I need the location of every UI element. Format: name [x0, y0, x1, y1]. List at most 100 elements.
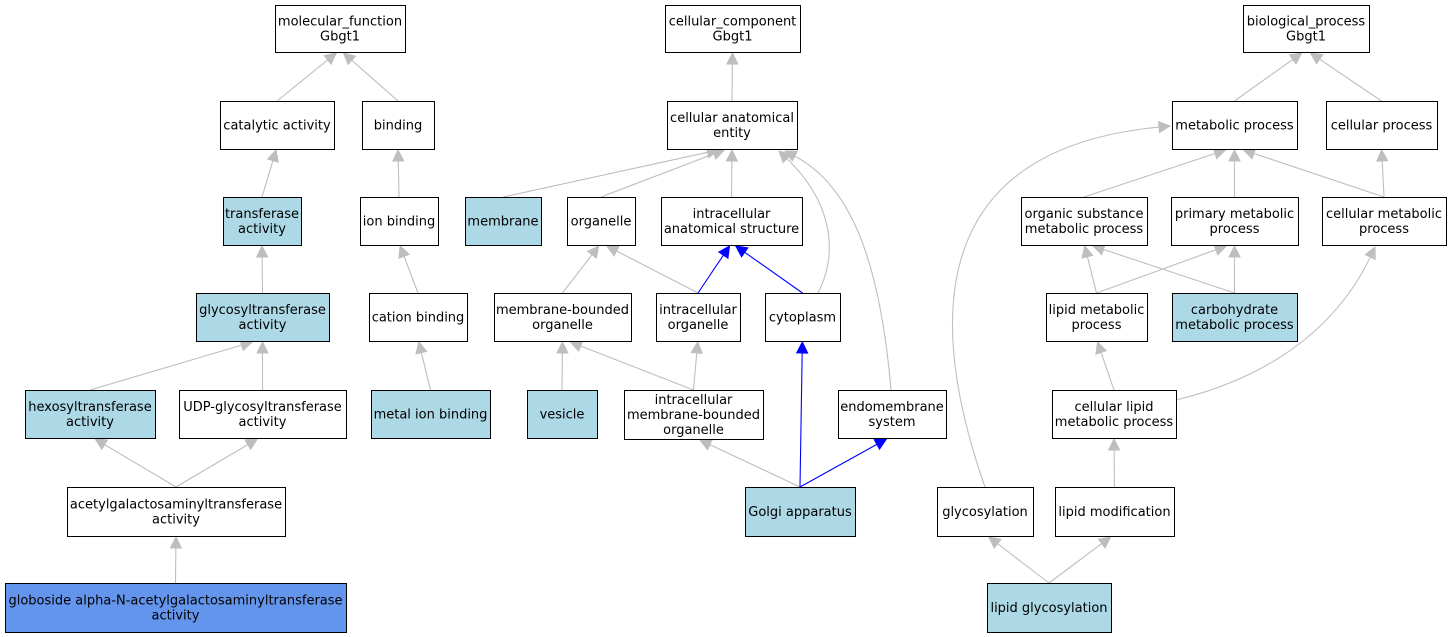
go-term-node-metabolic[interactable]: metabolic process [1172, 101, 1298, 150]
edge-line [502, 151, 708, 198]
go-term-node-cellular_process[interactable]: cellular process [1326, 101, 1438, 150]
edge-arrowhead [605, 245, 620, 257]
edge-line [175, 444, 249, 488]
go-term-node-catalytic[interactable]: catalytic activity [220, 101, 335, 150]
node-box [25, 390, 156, 439]
edge-golgi-to-endomembrane [799, 438, 888, 488]
edge-arrowhead [784, 150, 799, 162]
node-label-line: cellular process [1331, 119, 1433, 134]
node-box [1046, 293, 1148, 342]
edge-arrowhead [323, 52, 338, 66]
node-label-line: organelle [663, 423, 724, 438]
edge-arrowhead [266, 148, 279, 163]
edge-arrowhead [1107, 437, 1121, 451]
go-term-node-ion_binding[interactable]: ion binding [360, 197, 439, 246]
node-box [937, 487, 1034, 537]
edge-udp_glyco-to-glycosyltransferase [256, 340, 269, 390]
node-label-line: metal ion binding [374, 408, 488, 423]
node-label-line: binding [374, 119, 422, 134]
go-term-node-golgi[interactable]: Golgi apparatus [745, 487, 856, 537]
edge-arrowhead [987, 536, 1002, 549]
node-label-line: Gbgt1 [1286, 30, 1326, 45]
edge-osmp-to-metabolic [1083, 147, 1227, 198]
node-label-line: ion binding [363, 215, 435, 230]
go-term-node-cytoplasm[interactable]: cytoplasm [765, 293, 841, 342]
node-label-line: activity [66, 415, 114, 430]
node-box [1055, 487, 1175, 537]
go-term-node-binding[interactable]: binding [362, 101, 435, 150]
node-label-line: anatomical structure [664, 222, 799, 237]
node-box [360, 197, 439, 246]
edge-line [276, 59, 329, 102]
edge-transferase-to-catalytic [261, 148, 279, 198]
node-label-line: biological_process [1247, 15, 1366, 30]
go-term-node-vesicle[interactable]: vesicle [527, 390, 598, 439]
edge-arrowhead [415, 340, 428, 355]
edge-arrowhead [398, 244, 411, 259]
go-term-node-glycosylation[interactable]: glycosylation [937, 487, 1034, 537]
edge-glycosylation-to-metabolic [952, 120, 1172, 488]
node-box [1171, 197, 1299, 246]
node-label-line: cellular anatomical [670, 111, 794, 126]
node-label-line: intracellular [659, 303, 737, 318]
go-term-node-membrane[interactable]: membrane [465, 197, 542, 246]
edge-ias-to-cae [725, 148, 739, 198]
node-box [667, 101, 798, 150]
go-term-node-metal_ion[interactable]: metal ion binding [371, 390, 491, 439]
node-label-line: metabolic process [1175, 318, 1294, 333]
edge-endomembrane-to-cae [784, 150, 892, 391]
edge-organelle-to-cae [600, 148, 726, 198]
edge-line [794, 155, 892, 391]
node-label-line: lipid modification [1058, 505, 1170, 520]
node-label-line: cellular_component [669, 15, 797, 30]
node-box [362, 101, 435, 150]
edges-layer [89, 51, 1389, 584]
edge-line [1253, 152, 1385, 198]
node-box [765, 293, 841, 342]
node-label-line: globoside alpha-N-acetylgalactosaminyltr… [8, 594, 342, 609]
go-term-node-organelle[interactable]: organelle [567, 197, 636, 246]
edge-arrowhead [391, 148, 405, 162]
go-term-node-lipid_glyco[interactable]: lipid glycosylation [987, 583, 1112, 633]
edge-line [89, 344, 242, 391]
go-term-node-cation_binding[interactable]: cation binding [369, 293, 468, 342]
node-label-line: metabolic process [1175, 119, 1294, 134]
node-box [1052, 390, 1177, 439]
node-label-line: activity [239, 415, 287, 430]
node-box [196, 293, 330, 342]
node-box [494, 293, 632, 342]
edge-arrowhead [726, 51, 739, 65]
go-term-node-lipid_mod[interactable]: lipid modification [1055, 487, 1175, 537]
go-term-node-globoside[interactable]: globoside alpha-N-acetylgalactosaminyltr… [5, 583, 347, 633]
edge-line [799, 443, 878, 488]
node-label-line: endomembrane [840, 400, 944, 415]
node-box [1243, 5, 1370, 53]
edge-line [1234, 58, 1294, 102]
edge-line [1083, 152, 1216, 198]
node-box [661, 197, 803, 246]
edge-lipid_mod-to-clmp [1107, 437, 1121, 488]
node-label-line: metabolic process [1025, 222, 1144, 237]
edge-arrowhead [256, 340, 269, 354]
edge-arrowhead [586, 245, 600, 259]
